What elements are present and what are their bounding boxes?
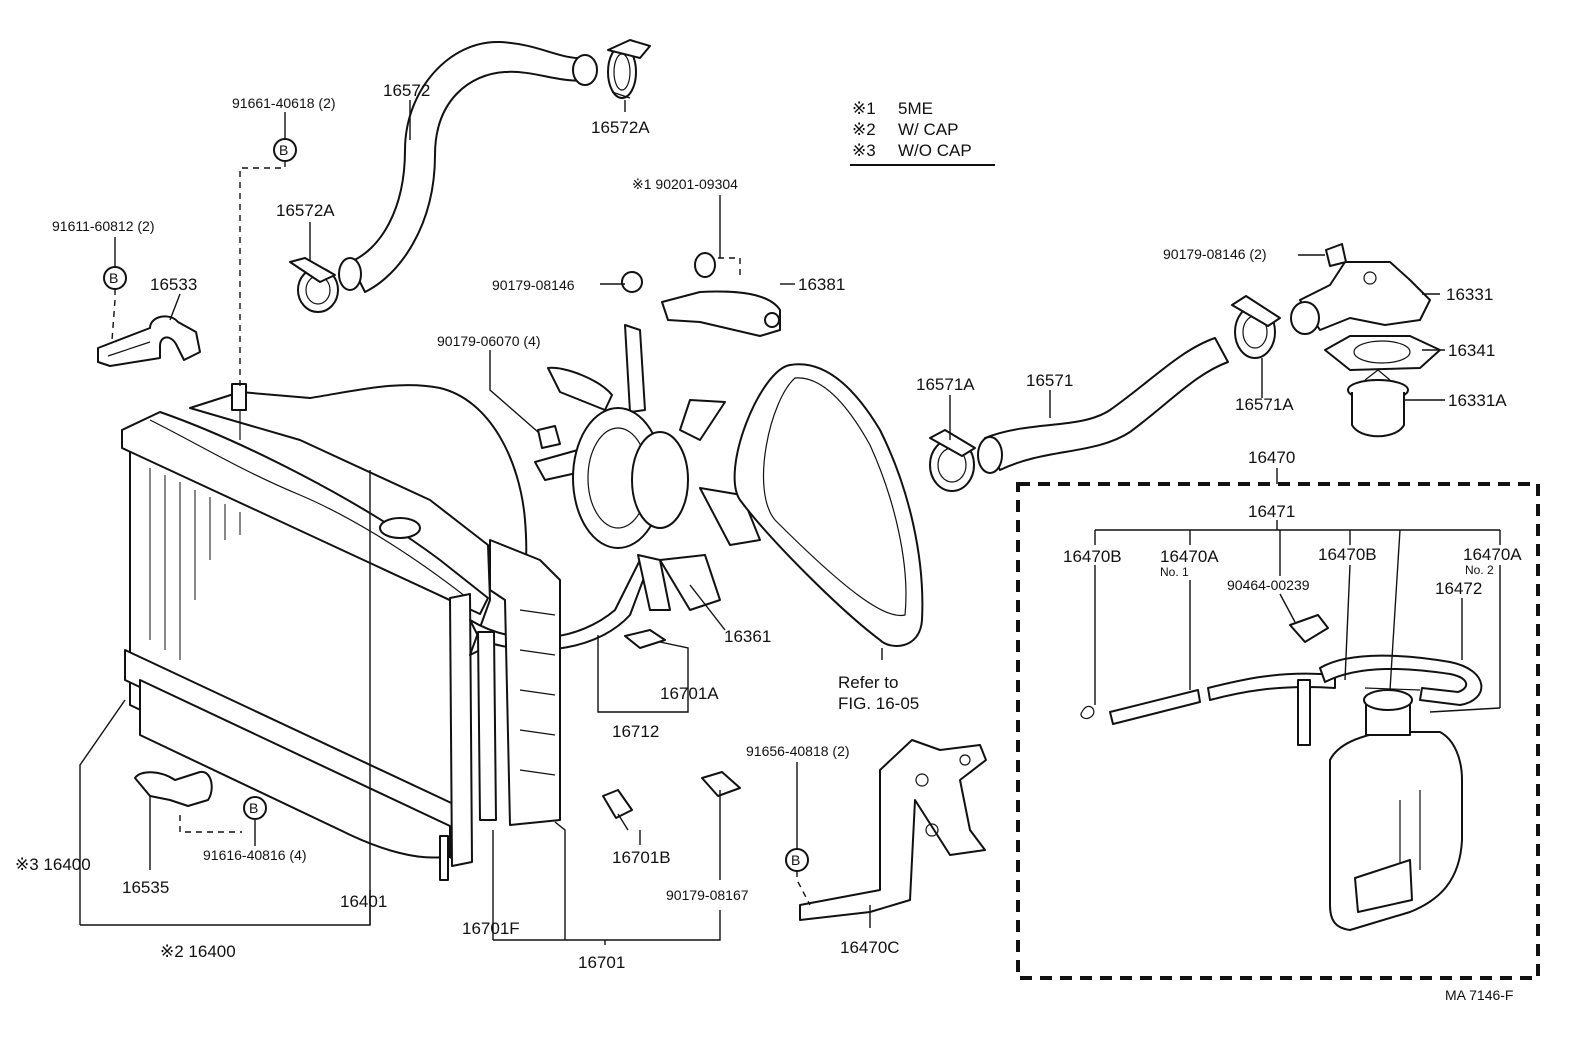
figure-code: MA 7146-F: [1445, 987, 1513, 1003]
label-fig-16-05: FIG. 16-05: [838, 694, 919, 713]
label-16571: 16571: [1026, 371, 1073, 390]
label-16331A: 16331A: [1448, 391, 1507, 410]
callout-b-label-4: B: [791, 852, 800, 868]
label-16572A-top: 16572A: [591, 118, 650, 137]
part-labels: 91661-40618 (2) 16572 16572A 16572A 9161…: [15, 81, 1522, 1003]
label-refer-to: Refer to: [838, 673, 898, 692]
label-90464-00239: 90464-00239: [1227, 577, 1310, 593]
label-90179-08146-a: 90179-08146: [492, 277, 575, 293]
label-16470: 16470: [1248, 448, 1295, 467]
reservoir-tank-16470A: [1329, 689, 1463, 931]
callout-b-label-1: B: [279, 142, 288, 158]
clip-16701A: [624, 629, 666, 649]
label-90179-06070: 90179-06070 (4): [437, 333, 541, 349]
gasket-16341: [1324, 335, 1441, 371]
water-inlet-16331: [1290, 243, 1431, 335]
label-91616-40816: 91616-40816 (4): [203, 847, 307, 863]
label-91661-40618: 91661-40618 (2): [232, 95, 336, 111]
label-16571A-right: 16571A: [1235, 395, 1294, 414]
label-16470A-no2-sub: No. 2: [1465, 563, 1494, 577]
label-16712: 16712: [612, 722, 659, 741]
cooling-fan: [534, 324, 761, 611]
hose-clamp-16571A-right: [1231, 295, 1281, 359]
clip-90464-00239: [1289, 614, 1329, 643]
callout-b-label-2: B: [109, 270, 118, 286]
label-16701A: 16701A: [660, 684, 719, 703]
label-16472: 16472: [1435, 579, 1482, 598]
label-91611-60812: 91611-60812 (2): [52, 218, 154, 234]
label-16381: 16381: [798, 275, 845, 294]
fluid-coupling-16381: [621, 252, 781, 337]
label-16470B-mid: 16470B: [1318, 545, 1377, 564]
label-16471: 16471: [1248, 502, 1295, 521]
hose-clamp-16571A-left: [929, 429, 976, 492]
legend-text-2: W/ CAP: [898, 120, 958, 139]
label-16341: 16341: [1448, 341, 1495, 360]
label-16572: 16572: [383, 81, 430, 100]
legend-text-1: 5ME: [898, 99, 933, 118]
bracket-16535: [134, 770, 213, 807]
nut-90179-08167: [701, 771, 741, 797]
label-16470A-no1: 16470A: [1160, 547, 1219, 566]
label-16331: 16331: [1446, 285, 1493, 304]
upper-radiator-hose: [338, 40, 598, 293]
reservoir-bracket-16470C: [799, 739, 987, 921]
label-16400-wo-cap: ※3 16400: [15, 855, 91, 874]
label-16470A-no2: 16470A: [1463, 545, 1522, 564]
hose-clamp-16572A-top: [607, 39, 651, 99]
label-16533: 16533: [150, 275, 197, 294]
reservoir-hoses: [1080, 654, 1483, 746]
thermostat-16331A: [1347, 369, 1409, 438]
label-16572A-left: 16572A: [276, 201, 335, 220]
hose-clamp-16572A-left: [289, 257, 339, 313]
label-90179-08146-2: 90179-08146 (2): [1163, 246, 1267, 262]
label-16470C: 16470C: [840, 938, 900, 957]
bracket-16533: [97, 315, 201, 367]
label-91656-40818: 91656-40818 (2): [746, 743, 850, 759]
legend-mark-2: ※2: [852, 120, 876, 139]
label-16470A-no1-sub: No. 1: [1160, 565, 1189, 579]
clip-16701B: [602, 789, 633, 819]
legend: ※1 5ME ※2 W/ CAP ※3 W/O CAP: [852, 99, 972, 160]
label-90201-09304: ※1 90201-09304: [632, 176, 738, 192]
label-16701F: 16701F: [462, 919, 520, 938]
legend-text-3: W/O CAP: [898, 141, 972, 160]
label-16361: 16361: [724, 627, 771, 646]
label-16701: 16701: [578, 953, 625, 972]
label-16701B: 16701B: [612, 848, 671, 867]
label-90179-08167: 90179-08167: [666, 887, 749, 903]
bolt-90179-06070: [537, 425, 561, 449]
shroud-lower-16701: [477, 539, 561, 826]
label-16401: 16401: [340, 892, 387, 911]
label-16535: 16535: [122, 878, 169, 897]
label-16400-w-cap: ※2 16400: [160, 942, 236, 961]
leader-lines: [79, 100, 1501, 945]
label-16470B-left: 16470B: [1063, 547, 1122, 566]
lower-radiator-hose: [977, 337, 1229, 474]
legend-mark-1: ※1: [852, 99, 876, 118]
reservoir-group-box: [1016, 482, 1540, 980]
v-belt: [733, 363, 924, 647]
label-16571A-left: 16571A: [916, 375, 975, 394]
callout-b-label-3: B: [249, 800, 258, 816]
legend-mark-3: ※3: [852, 141, 876, 160]
radiator-assembly: [121, 411, 489, 881]
